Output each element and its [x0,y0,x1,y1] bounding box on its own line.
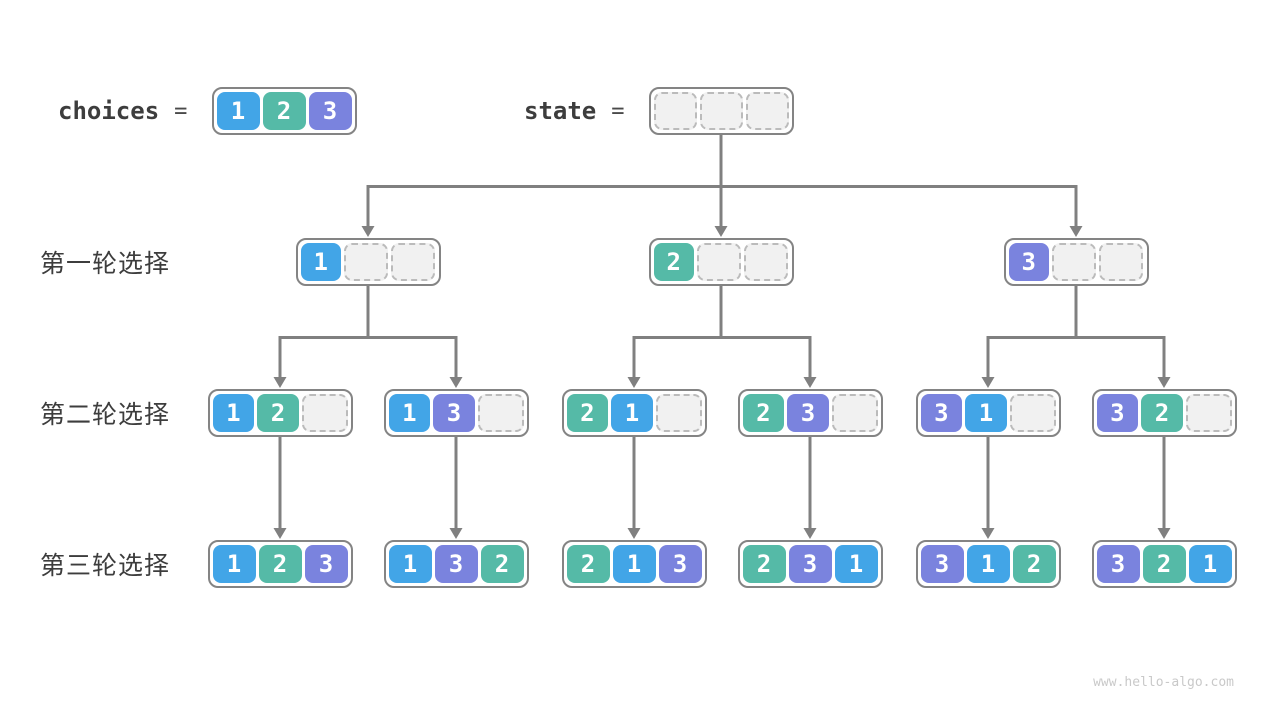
empty-slot [1009,394,1056,432]
choices-label: choices [58,97,160,125]
round-1-label: 第一轮选择 [40,249,171,278]
array-node-n3: 3 [1003,238,1149,286]
value-tile-2: 2 [566,545,610,583]
empty-slot [744,243,789,281]
empty-slot [1051,243,1097,281]
state-label: state [524,97,597,125]
empty-slot [1185,394,1232,432]
empty-slot [1099,243,1144,281]
value-tile-2: 2 [742,394,785,432]
value-tile-2: 2 [480,545,524,583]
value-tile-3: 3 [920,394,963,432]
value-tile-2: 2 [653,243,694,281]
value-tile-3: 3 [434,545,478,583]
value-tile-2: 2 [742,545,786,583]
value-tile-2: 2 [258,545,302,583]
empty-slot [699,92,743,130]
value-tile-1: 1 [388,545,432,583]
empty-slot [301,394,348,432]
value-tile-2: 2 [1142,545,1186,583]
equals-sign: = [174,98,188,124]
empty-slot [477,394,524,432]
value-tile-3: 3 [433,394,475,432]
array-node-state [648,87,794,135]
value-tile-3: 3 [658,545,702,583]
value-tile-2: 2 [1012,545,1056,583]
value-tile-1: 1 [216,92,260,130]
watermark: www.hello-algo.com [1093,675,1234,690]
state-label-group: state = [524,87,625,135]
value-tile-1: 1 [212,394,255,432]
value-tile-1: 1 [300,243,341,281]
value-tile-1: 1 [212,545,256,583]
value-tile-3: 3 [308,92,352,130]
value-tile-2: 2 [262,92,306,130]
value-tile-1: 1 [966,545,1010,583]
value-tile-3: 3 [787,394,829,432]
value-tile-1: 1 [611,394,653,432]
empty-slot [653,92,697,130]
value-tile-3: 3 [304,545,348,583]
value-tile-2: 2 [566,394,609,432]
value-tile-3: 3 [1096,394,1139,432]
value-tile-1: 1 [1188,545,1232,583]
empty-slot [745,92,789,130]
empty-slot [696,243,742,281]
empty-slot [831,394,878,432]
value-tile-2: 2 [1141,394,1183,432]
array-node-n1: 1 [295,238,441,286]
empty-slot [655,394,702,432]
value-tile-1: 1 [388,394,431,432]
value-tile-3: 3 [1008,243,1049,281]
value-tile-3: 3 [920,545,964,583]
array-node-n2: 2 [648,238,794,286]
round-2-label: 第二轮选择 [40,400,171,429]
choices-label-group: choices = [58,87,187,135]
value-tile-3: 3 [1096,545,1140,583]
value-tile-1: 1 [965,394,1007,432]
value-tile-3: 3 [788,545,832,583]
value-tile-2: 2 [257,394,299,432]
empty-slot [391,243,436,281]
round-3-label: 第三轮选择 [40,551,171,580]
value-tile-1: 1 [834,545,878,583]
empty-slot [343,243,389,281]
value-tile-1: 1 [612,545,656,583]
equals-sign: = [611,98,625,124]
